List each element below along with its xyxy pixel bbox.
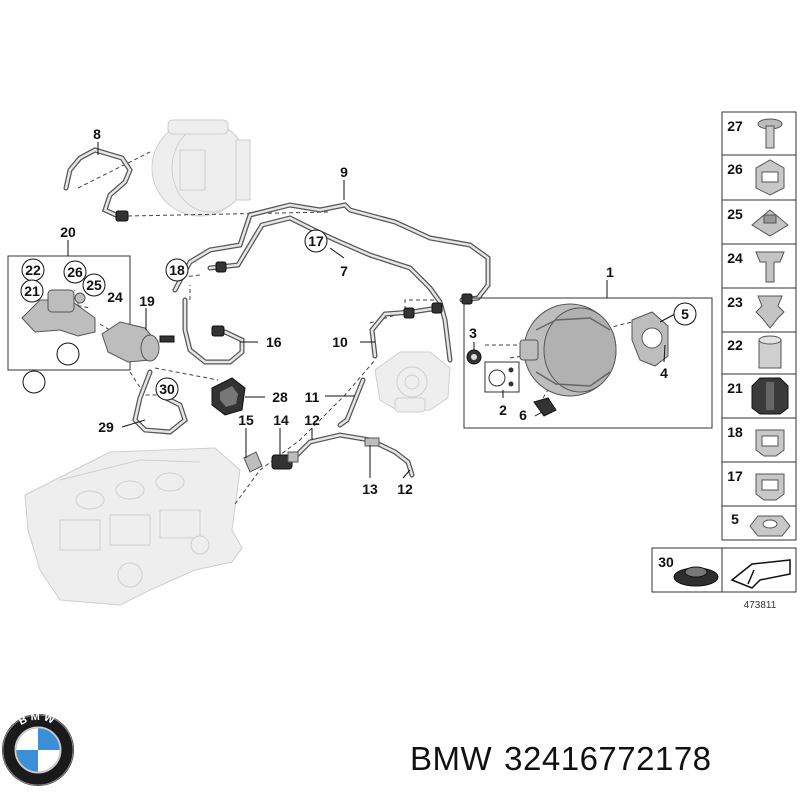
callout-7: 7 [340,263,348,279]
panel-label-25: 25 [727,206,743,222]
callout-3: 3 [469,325,477,341]
vacuum-line-16 [182,297,245,365]
expanding-clip-icon [755,251,785,283]
callout-8: 8 [93,126,101,142]
callout-25-circle: 25 [86,277,102,293]
engine-block-illustration [24,447,243,606]
clip-nut-icon [751,209,789,237]
panel-label-26: 26 [727,161,743,177]
callout-10: 10 [332,334,348,350]
stacked-clip-icon [755,295,785,329]
bolt-icon [757,118,783,149]
callout-12-lower: 12 [397,481,413,497]
callout-4: 4 [660,365,668,381]
brand-name: BMW [410,740,493,777]
panel-label-5: 5 [731,511,739,527]
part-29-holder [132,369,188,435]
bottom-panel: 30 [651,547,797,593]
part-number: 32416772178 [504,740,712,777]
callout-2: 2 [499,402,507,418]
direction-arrow-icon [730,559,791,589]
group-box-20 [7,255,131,371]
fastener-side-panel: 27 26 25 24 23 22 21 18 17 5 [721,111,797,541]
circled-callouts: 17 18 5 30 22 26 25 21 [20,229,697,401]
vacuum-hoses-main [172,202,491,363]
panel-label-24: 24 [727,250,743,266]
panel-label-23: 23 [727,294,743,310]
booster-ghost-illustration [151,119,251,217]
callout-20: 20 [60,224,76,240]
callout-22-circle: 22 [25,262,41,278]
clip-icon [755,159,785,196]
callout-21-circle: 21 [24,283,40,299]
callout-12-upper: 12 [304,412,320,428]
vacuum-line-8 [63,147,133,222]
callout-6: 6 [519,407,527,423]
vacuum-line-11-12 [287,377,415,478]
panel-label-22: 22 [727,337,743,353]
panel-label-18: 18 [727,424,743,440]
callout-9: 9 [340,164,348,180]
callout-5-circle: 5 [681,306,689,322]
callout-11: 11 [305,389,320,405]
callout-29: 29 [98,419,114,435]
product-caption: BMW 32416772178 [410,740,724,778]
callout-18-circle: 18 [169,262,185,278]
panel-label-30: 30 [658,554,674,570]
grommet-icon [673,566,719,587]
leader-lines [67,142,676,479]
group-box-1 [463,297,713,429]
callout-17-circle: 17 [308,233,324,249]
hex-nut-icon [749,515,791,537]
rubber-mount-icon [751,377,789,415]
vacuum-pump-ghost-illustration [374,351,451,413]
panel-label-27: 27 [727,118,743,134]
callout-24-left: 24 [107,289,123,305]
callout-30-circle: 30 [159,381,175,397]
panel-label-21: 21 [727,380,743,396]
callout-16: 16 [266,334,282,350]
hose-clip-17-icon [755,473,785,501]
callout-13: 13 [362,481,378,497]
bmw-logo: BMW [2,711,74,786]
part-14-15-sensors [243,451,299,473]
hose-clip-18-icon [755,429,785,457]
callout-14: 14 [273,412,289,428]
callout-15: 15 [238,412,254,428]
callout-19: 19 [139,293,155,309]
panel-label-17: 17 [727,468,743,484]
part-28-damper [211,377,246,416]
callout-26-circle: 26 [67,264,83,280]
callout-28: 28 [272,389,288,405]
diagram-reference-code: 473811 [744,600,777,611]
sleeve-icon [758,335,782,369]
callout-1: 1 [606,264,614,280]
logo-lettering: BMW [17,711,59,728]
part-19-valve [101,321,175,363]
